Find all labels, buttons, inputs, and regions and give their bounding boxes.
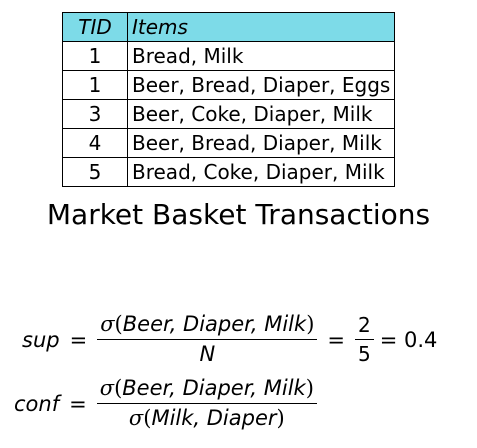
equals-sign: = (69, 327, 88, 352)
support-numerator: σ(Beer, Diaper, Milk) (100, 312, 315, 336)
ratio-denominator: 5 (358, 342, 371, 367)
ratio-numerator: 2 (358, 313, 371, 338)
cell-items: Bread, Milk (126, 41, 396, 71)
support-fraction: σ(Beer, Diaper, Milk) N (97, 312, 318, 367)
confidence-numerator: σ(Beer, Diaper, Milk) (99, 376, 314, 400)
cell-items: Beer, Coke, Diaper, Milk (126, 99, 396, 129)
cell-tid: 3 (62, 99, 128, 129)
equals-sign: = (327, 327, 345, 352)
fraction-bar (97, 339, 318, 341)
cell-tid: 4 (62, 128, 128, 158)
sigma-symbol: σ (99, 376, 115, 400)
table-caption: Market Basket Transactions (46, 198, 431, 231)
confidence-fraction: σ(Beer, Diaper, Milk) σ(Milk, Diaper) (96, 376, 317, 431)
table-header-row: TID Items (62, 12, 396, 42)
cell-tid: 1 (62, 41, 128, 71)
table-row: 1 Beer, Bread, Diaper, Eggs (62, 70, 396, 100)
ratio-fraction: 2 5 (355, 313, 374, 366)
confidence-formula: conf = σ(Beer, Diaper, Milk) σ(Milk, Dia… (14, 376, 317, 431)
support-label: sup (22, 327, 60, 352)
support-formula: sup = σ(Beer, Diaper, Milk) N = 2 5 = 0.… (22, 312, 437, 367)
fraction-bar (355, 339, 374, 341)
transactions-table: TID Items 1 Bread, Milk 1 Beer, Bread, D… (62, 12, 396, 187)
fraction-bar (96, 403, 317, 405)
cell-items: Beer, Bread, Diaper, Milk (126, 128, 396, 158)
table-row: 3 Beer, Coke, Diaper, Milk (62, 99, 396, 129)
equals-sign: = (69, 391, 87, 416)
confidence-denominator-args: Milk, Diaper (151, 406, 277, 431)
header-items: Items (126, 12, 396, 42)
table-row: 1 Bread, Milk (62, 41, 396, 71)
confidence-label: conf (14, 391, 60, 416)
table-row: 5 Bread, Coke, Diaper, Milk (62, 157, 396, 187)
cell-tid: 1 (62, 70, 128, 100)
cell-items: Beer, Bread, Diaper, Eggs (126, 70, 396, 100)
cell-items: Bread, Coke, Diaper, Milk (126, 157, 396, 187)
cell-tid: 5 (62, 157, 128, 187)
support-numerator-args: Beer, Diaper, Milk (122, 312, 307, 336)
confidence-denominator: σ(Milk, Diaper) (128, 406, 285, 431)
confidence-numerator-args: Beer, Diaper, Milk (122, 376, 306, 400)
header-tid: TID (62, 12, 128, 42)
sigma-symbol: σ (128, 406, 144, 431)
sigma-symbol: σ (100, 312, 115, 336)
support-denominator: N (199, 342, 216, 367)
table-row: 4 Beer, Bread, Diaper, Milk (62, 128, 396, 158)
support-result: = 0.4 (379, 327, 438, 352)
